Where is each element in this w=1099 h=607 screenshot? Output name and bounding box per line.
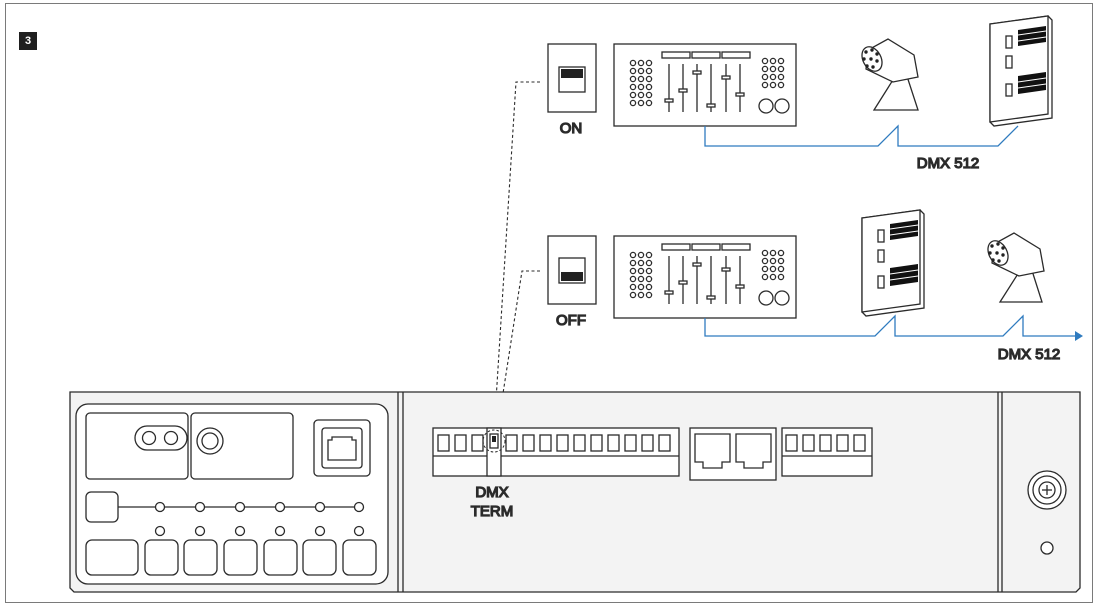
dip-switch-off-icon [547, 235, 597, 305]
spotlight-bottom-icon [987, 232, 1045, 303]
mounting-hole-icon [1040, 541, 1054, 555]
dmx-rj45-ports-icon [689, 427, 777, 481]
on-label: ON [560, 120, 583, 137]
term-label-line1: DMX [475, 484, 508, 501]
term-callout-line [493, 81, 540, 433]
top-dmx-label: DMX 512 [917, 155, 980, 172]
screw-terminal-icon [432, 427, 680, 477]
lighting-console-top-icon [613, 43, 797, 127]
dip-switch-on-icon [547, 43, 597, 113]
bottom-dmx-label: DMX 512 [998, 346, 1061, 363]
lighting-console-bottom-icon [613, 235, 797, 319]
spotlight-top-icon [861, 38, 919, 111]
ground-screw-icon [1027, 470, 1067, 510]
controller-device [69, 391, 1081, 593]
term-dip-switch-icon [482, 427, 506, 477]
term-label-line2: TERM [471, 503, 514, 520]
step-badge: 3 [19, 32, 37, 50]
dmx-panel-bottom-icon [861, 209, 925, 317]
rj45-port-icon [313, 419, 371, 477]
figure-frame [5, 3, 1093, 603]
dmx-cable-bottom [704, 314, 1083, 341]
screw-terminal-2-icon [781, 427, 873, 477]
dmx-cable-top [704, 124, 1019, 147]
off-label: OFF [556, 312, 586, 329]
dmx-panel-top-icon [989, 15, 1053, 127]
